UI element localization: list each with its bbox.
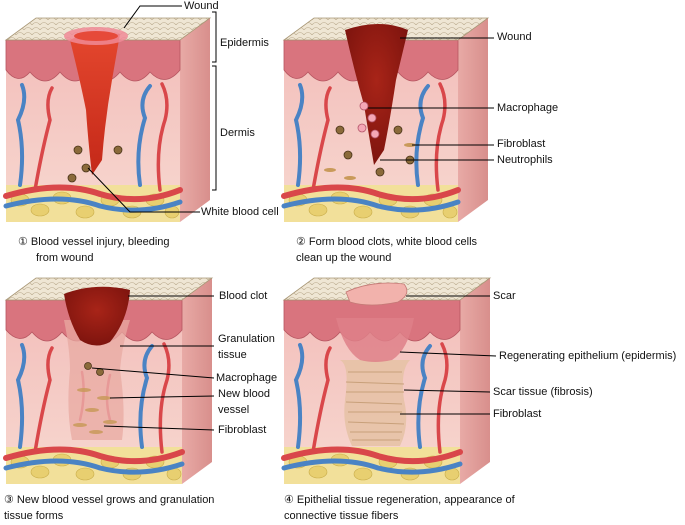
label-macrophage: Macrophage [216, 372, 278, 384]
caption-panel-3-line-1: ③ New blood vessel grows and granulation [4, 494, 215, 506]
panel-3-leaders [91, 295, 215, 431]
caption-panel-4: ④ Epithelial tissue regeneration, appear… [284, 492, 515, 524]
label-scar-tissue: Scar tissue (fibrosis) [493, 386, 593, 398]
label-wound: Wound [184, 0, 219, 12]
label-white-blood-cell: White blood cell [201, 206, 279, 218]
label-epidermis: Epidermis [220, 37, 269, 49]
label-wound: Wound [497, 31, 532, 43]
caption-panel-3-line-2: tissue forms [4, 510, 64, 522]
label-fibroblast: Fibroblast [497, 138, 546, 150]
caption-panel-2-line-1: ② Form blood clots, white blood cells [296, 236, 478, 248]
label-granulation-line-1: Granulation [218, 333, 275, 345]
label-dermis: Dermis [220, 127, 255, 139]
caption-panel-1-line-1: ① Blood vessel injury, bleeding [18, 236, 170, 248]
label-granulation-line-2: tissue [218, 349, 247, 361]
panel-2-leaders [368, 37, 494, 161]
label-scar: Scar [493, 290, 516, 302]
label-neutrophils: Neutrophils [497, 154, 553, 166]
panel-4-leaders [399, 295, 497, 415]
caption-panel-1-line-2: from wound [36, 252, 94, 264]
panel-4-skin-block [281, 277, 492, 484]
label-new-blood-vessel-line-1: New blood [218, 388, 270, 400]
label-regenerating-epithelium: Regenerating epithelium (epidermis) [499, 350, 677, 362]
caption-panel-1: ① Blood vessel injury, bleeding from wou… [18, 234, 170, 266]
label-blood-clot: Blood clot [219, 290, 268, 302]
caption-panel-2-line-2: clean up the wound [296, 252, 392, 264]
caption-panel-4-line-2: connective tissue fibers [284, 510, 399, 522]
panel-2-skin-block [281, 17, 490, 222]
label-new-blood-vessel-line-2: vessel [218, 404, 250, 416]
caption-panel-3: ③ New blood vessel grows and granulation… [4, 492, 214, 524]
panel-1-skin-block [3, 17, 212, 222]
panel-1-leaders [87, 5, 217, 213]
caption-panel-4-line-1: ④ Epithelial tissue regeneration, appear… [284, 494, 515, 506]
label-fibroblast: Fibroblast [493, 408, 542, 420]
panel-3-skin-block [3, 277, 214, 484]
label-fibroblast: Fibroblast [218, 424, 267, 436]
label-macrophage: Macrophage [497, 102, 559, 114]
caption-panel-2: ② Form blood clots, white blood cells cl… [296, 234, 477, 266]
